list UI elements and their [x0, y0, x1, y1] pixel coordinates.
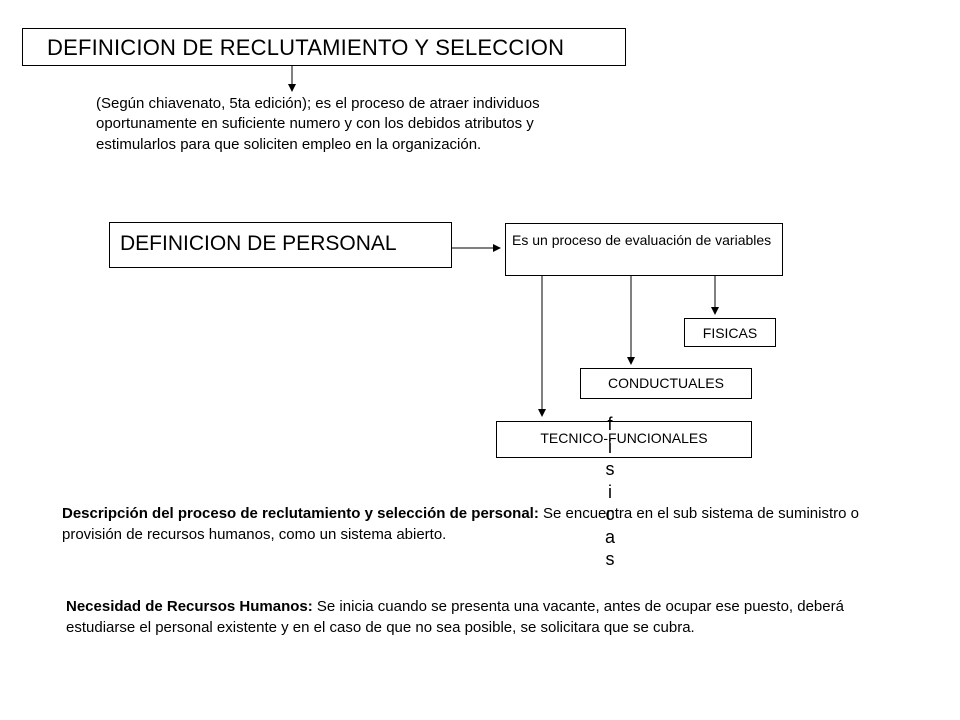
conductuales-box: CONDUCTUALES [580, 368, 752, 399]
vertical-letter: i [608, 436, 612, 457]
description-paragraph: Descripción del proceso de reclutamiento… [62, 503, 892, 545]
fisicas-text: FISICAS [702, 325, 758, 341]
fisicas-box: FISICAS [684, 318, 776, 347]
tecnico-funcionales-box: TECNICO-FUNCIONALES [496, 421, 752, 458]
title-text: DEFINICION DE RECLUTAMIENTO Y SELECCION [47, 35, 565, 60]
vertical-letter: f [607, 414, 613, 434]
personal-text: DEFINICION DE PERSONAL [120, 232, 397, 255]
vertical-letter: s [605, 549, 615, 569]
definition-text: (Según chiavenato, 5ta edición); es el p… [96, 95, 540, 153]
personal-box: DEFINICION DE PERSONAL [109, 222, 452, 268]
necesidad-body: Se inicia cuando se presenta una vacante… [66, 598, 844, 636]
vertical-letter: a [604, 526, 615, 547]
necesidad-label: Necesidad de Recursos Humanos: [66, 598, 313, 615]
tecnico-funcionales-text: TECNICO-FUNCIONALES [540, 430, 708, 446]
vertical-letter: c [605, 504, 615, 524]
vertical-letter: s [605, 459, 615, 479]
conductuales-text: CONDUCTUALES [608, 375, 724, 391]
process-text: Es un proceso de evaluación de variables [512, 232, 772, 248]
title-box: DEFINICION DE RECLUTAMIENTO Y SELECCION [22, 28, 626, 66]
description-body: Se encuentra en el sub sistema de sumini… [62, 505, 859, 543]
vertical-letter: i [608, 481, 612, 502]
process-box: Es un proceso de evaluación de variables [505, 223, 783, 276]
description-label: Descripción del proceso de reclutamiento… [62, 505, 539, 522]
necesidad-paragraph: Necesidad de Recursos Humanos: Se inicia… [66, 596, 916, 638]
vertical-letters: f i s i c a s [603, 413, 617, 571]
